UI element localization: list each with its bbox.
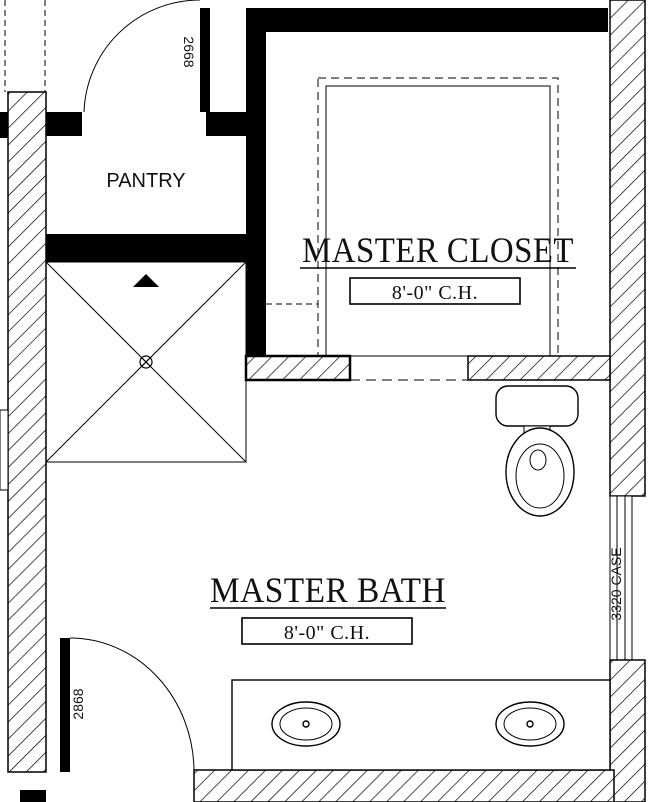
closet-ceiling-height: 8'-0" C.H. bbox=[392, 282, 478, 304]
top-left-opening bbox=[4, 0, 46, 92]
bath-door-leaf bbox=[60, 638, 70, 772]
pantry-right-stub bbox=[200, 8, 210, 112]
bath-door-size: 2868 bbox=[70, 688, 86, 719]
bath-door-swing bbox=[69, 637, 195, 773]
closet-doorway bbox=[350, 355, 468, 381]
toilet-icon bbox=[495, 385, 579, 517]
closet-bottom-wall-right bbox=[467, 355, 611, 381]
shower-head-icon bbox=[133, 274, 159, 287]
right-window bbox=[609, 495, 633, 661]
closet-title: MASTER CLOSET bbox=[302, 230, 574, 270]
bath-ceiling-height: 8'-0" C.H. bbox=[284, 622, 370, 644]
pantry-label: PANTRY bbox=[106, 170, 185, 192]
pantry-left-stub bbox=[46, 112, 82, 136]
bottom-left-cap bbox=[20, 790, 46, 802]
sink-icon bbox=[271, 701, 341, 747]
right-exterior-wall-upper bbox=[609, 0, 646, 497]
closet-left-wall bbox=[246, 8, 266, 356]
left-wall-window bbox=[0, 409, 9, 491]
bath-ceiling-box bbox=[241, 617, 413, 645]
closet-ceiling-box bbox=[349, 277, 521, 305]
shower-drain-icon bbox=[139, 355, 153, 369]
closet-top-wall bbox=[246, 8, 608, 32]
left-wall-cap bbox=[0, 112, 8, 138]
right-exterior-wall-lower bbox=[609, 659, 646, 802]
pantry-right-wall-mid bbox=[206, 112, 266, 136]
left-exterior-wall bbox=[7, 91, 47, 773]
closet-shelving bbox=[266, 77, 559, 357]
bath-title: MASTER BATH bbox=[210, 570, 446, 610]
closet-bottom-wall-left bbox=[244, 354, 352, 382]
pantry-bottom-wall bbox=[46, 234, 266, 262]
bottom-wall bbox=[193, 769, 615, 802]
sink-icon bbox=[495, 701, 565, 747]
window-size: 3320 CASE bbox=[608, 547, 624, 620]
pantry-door-size: 2668 bbox=[181, 36, 197, 67]
pantry-door-swing bbox=[83, 0, 201, 113]
